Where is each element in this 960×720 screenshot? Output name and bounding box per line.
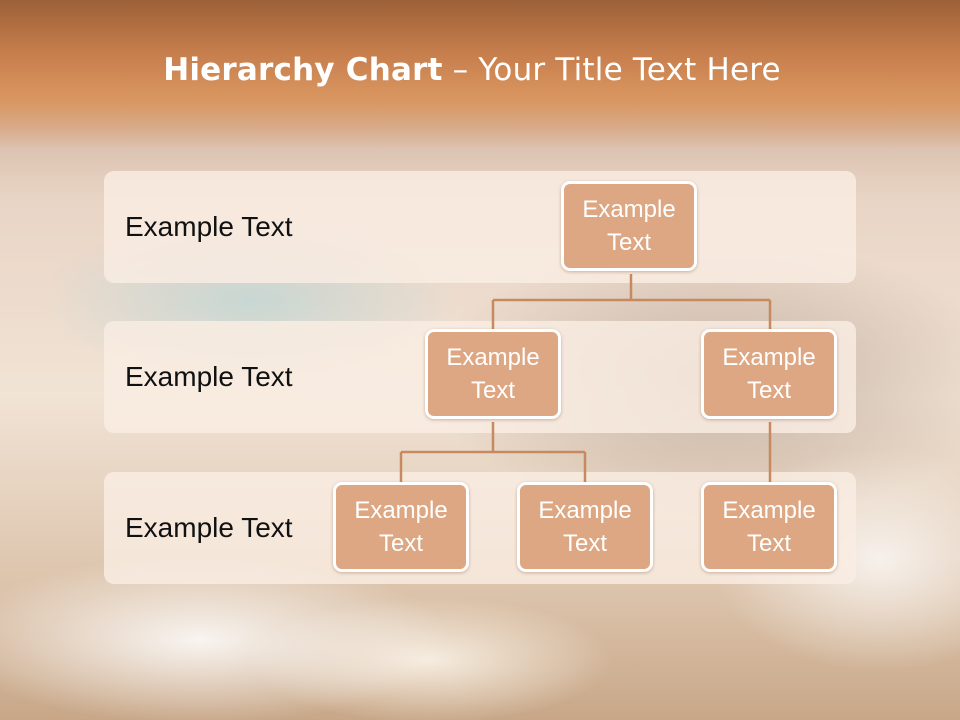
node-root-line2: Text (606, 229, 651, 256)
title-bar (0, 0, 960, 150)
node-level3-b-line2: Text (562, 530, 607, 557)
slide-title-rest: – Your Title Text Here (442, 52, 781, 88)
node-level2-right-line2: Text (746, 377, 791, 404)
node-root-line1: Example (582, 196, 676, 223)
level-band-1: Example Text (104, 171, 856, 283)
node-root[interactable]: Example Text (561, 181, 697, 271)
node-level2-left-line1: Example (446, 344, 540, 371)
slide-title-bold: Hierarchy Chart (163, 52, 443, 88)
node-level3-a-line1: Example (354, 497, 448, 524)
level-label-2: Example Text (125, 361, 293, 392)
node-level3-a[interactable]: Example Text (333, 482, 469, 572)
slide-title: Hierarchy Chart – Your Title Text Here (0, 52, 944, 88)
node-level3-c[interactable]: Example Text (701, 482, 837, 572)
node-level2-right[interactable]: Example Text (701, 329, 837, 419)
level-label-3: Example Text (125, 512, 293, 543)
node-level3-c-line2: Text (746, 530, 791, 557)
node-level2-left[interactable]: Example Text (425, 329, 561, 419)
level-label-1: Example Text (125, 211, 293, 242)
node-level3-a-line2: Text (378, 530, 423, 557)
node-level2-right-line1: Example (722, 344, 816, 371)
node-level3-c-line1: Example (722, 497, 816, 524)
node-level2-left-line2: Text (470, 377, 515, 404)
node-level3-b-line1: Example (538, 497, 632, 524)
node-level3-b[interactable]: Example Text (517, 482, 653, 572)
